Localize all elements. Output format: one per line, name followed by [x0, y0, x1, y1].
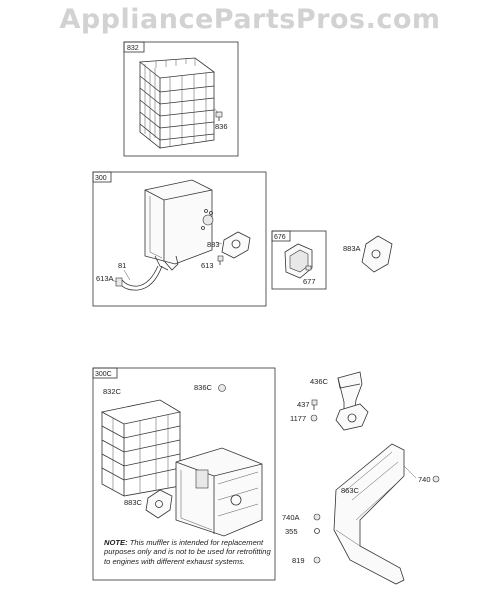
- screw-836: [213, 107, 223, 121]
- label-836C: 836C: [194, 383, 213, 392]
- box-300-muffler: 300 883 61: [92, 171, 267, 307]
- label-883: 883: [207, 240, 220, 249]
- label-437: 437: [297, 400, 310, 409]
- label-677: 677: [303, 277, 316, 286]
- label-355: 355: [285, 527, 298, 536]
- note-body: This muffler is intended for replacement…: [104, 538, 271, 566]
- box-label-676: 676: [274, 234, 286, 241]
- label-883C: 883C: [124, 498, 143, 507]
- nut-1177: [310, 414, 318, 422]
- label-819: 819: [292, 556, 305, 565]
- gasket-883A: [361, 235, 393, 273]
- screw-613: [217, 255, 224, 265]
- muffler-body: [144, 179, 214, 271]
- muffler-guard-832C: [100, 399, 182, 497]
- muffler-guard-wire-cage: [138, 57, 216, 149]
- washer-355: [314, 528, 320, 534]
- screw-740A: [313, 513, 321, 521]
- gasket-883C: [145, 489, 173, 519]
- label-740A: 740A: [282, 513, 300, 522]
- box-label-300: 300: [95, 175, 107, 182]
- box-label-300C: 300C: [95, 371, 112, 378]
- box-300C-kit: 300C 832C 836C 883C: [92, 367, 276, 581]
- exhaust-elbow-436C: [335, 371, 369, 431]
- gasket-883: [215, 231, 251, 259]
- label-1177: 1177: [290, 414, 306, 423]
- label-436C: 436C: [310, 377, 329, 386]
- label-863C: 863C: [341, 486, 360, 495]
- box-832-guard: 832 836: [123, 41, 239, 157]
- label-832C: 832C: [103, 387, 122, 396]
- label-81: 81: [118, 261, 126, 270]
- note-text: NOTE: This muffler is intended for repla…: [104, 538, 272, 566]
- label-836: 836: [215, 122, 228, 131]
- spark-arrester-deflector: [284, 243, 313, 279]
- nut-819: [313, 556, 321, 564]
- note-prefix: NOTE:: [104, 538, 128, 547]
- label-740: 740: [418, 475, 431, 484]
- label-883A: 883A: [343, 244, 361, 253]
- screw-836C: [218, 384, 226, 392]
- exhaust-pipe-81: [115, 265, 163, 291]
- heat-shield-bracket-863C: [333, 443, 417, 585]
- screw-740: [432, 475, 440, 483]
- muffler-kit-body: [175, 447, 263, 537]
- label-613: 613: [201, 261, 214, 270]
- label-613A: 613A: [96, 274, 114, 283]
- screw-437: [311, 399, 318, 410]
- box-label-832: 832: [127, 45, 139, 52]
- box-676-deflector: 676 677: [271, 230, 327, 290]
- watermark-logo: AppliancePartsPros.com: [59, 4, 441, 35]
